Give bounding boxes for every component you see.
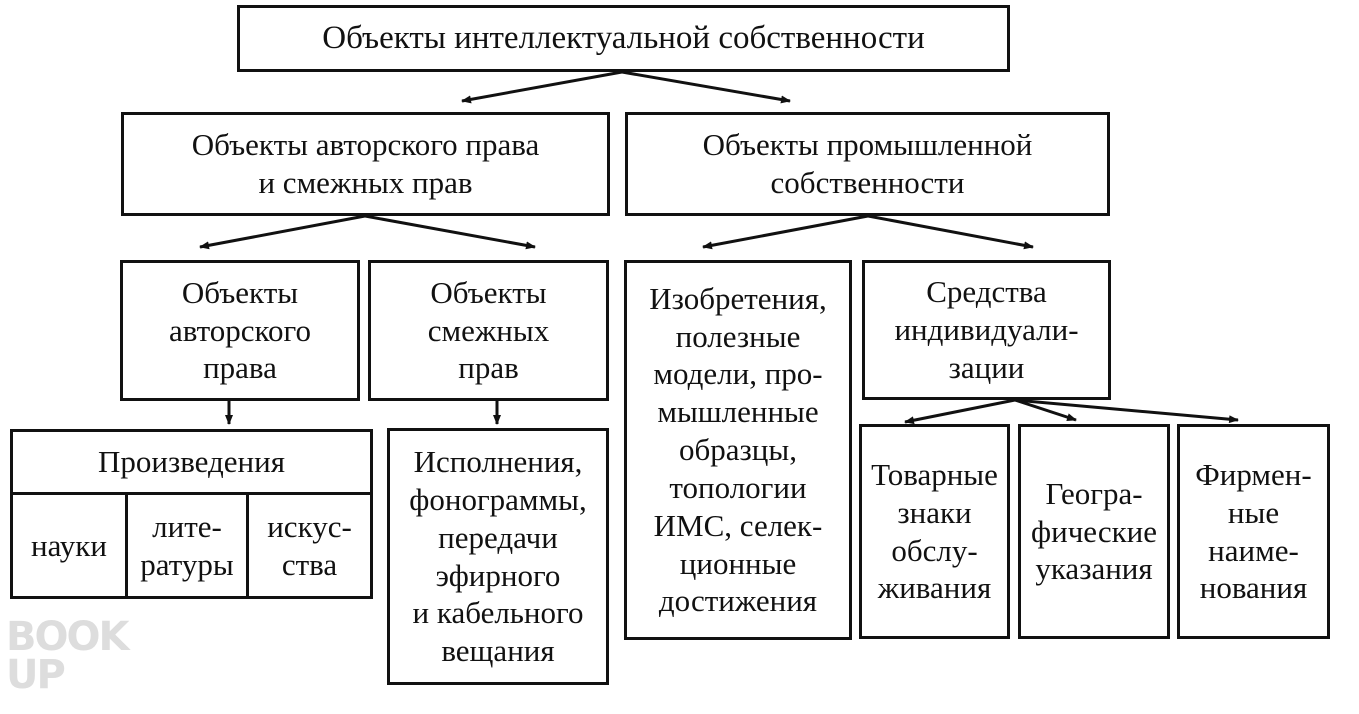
individualization-node-label: Средства индивидуали- зации — [894, 274, 1079, 385]
industrial-node-label: Объекты промышленной собственности — [702, 127, 1033, 200]
geo-indications-node: Геогра- фические указания — [1018, 424, 1170, 639]
copyright-node-label: Объекты авторского права и смежных прав — [191, 127, 540, 200]
works-col-divider-2 — [246, 492, 249, 596]
root-node-label: Объекты интеллектуальной собственности — [322, 20, 925, 57]
performances-node: Исполнения, фонограммы, передачи эфирног… — [387, 428, 609, 685]
trademarks-node-label: Товарные знаки обслу- живания — [871, 456, 998, 606]
individualization-node: Средства индивидуали- зации — [862, 260, 1111, 400]
copyright-node: Объекты авторского права и смежных прав — [121, 112, 610, 216]
root-node: Объекты интеллектуальной собственности — [237, 5, 1010, 72]
arrow-root-to-industrial — [621, 70, 791, 104]
inventions-node: Изобретения, полезные модели, про- мышле… — [624, 260, 852, 640]
inventions-node-label: Изобретения, полезные модели, про- мышле… — [649, 280, 827, 619]
arrow-industrial-to-inventions — [702, 214, 869, 250]
performances-node-label: Исполнения, фонограммы, передачи эфирног… — [409, 444, 587, 669]
author-rights-node-label: Объекты авторского права — [169, 274, 311, 386]
arrow-indiv-to-trademarks — [904, 398, 1016, 425]
arrow-root-to-copyright — [461, 70, 623, 104]
trade-names-node-label: Фирмен- ные наиме- нования — [1195, 456, 1312, 606]
related-rights-node-label: Объекты смежных прав — [427, 274, 550, 386]
works-item-science: науки — [31, 527, 107, 563]
works-divider — [13, 492, 370, 495]
industrial-node: Объекты промышленной собственности — [625, 112, 1110, 216]
author-rights-node: Объекты авторского права — [120, 260, 360, 401]
trademarks-node: Товарные знаки обслу- живания — [859, 424, 1010, 639]
arrow-indiv-to-tradenames — [1014, 398, 1239, 424]
related-rights-node: Объекты смежных прав — [368, 260, 609, 401]
bookup-watermark-logo: BOOK UP — [6, 614, 129, 698]
works-title: Произведения — [98, 444, 285, 480]
works-table: Произведения науки лите- ратуры искус- с… — [10, 429, 373, 599]
arrow-industrial-to-individualization — [867, 214, 1034, 250]
works-item-art: искус- ства — [267, 508, 352, 582]
arrow-copyright-to-author — [199, 214, 366, 250]
arrow-indiv-to-geo — [1014, 398, 1077, 422]
works-col-divider-1 — [125, 492, 128, 596]
geo-indications-node-label: Геогра- фические указания — [1031, 475, 1157, 587]
arrow-copyright-to-related — [364, 214, 536, 250]
trade-names-node: Фирмен- ные наиме- нования — [1177, 424, 1330, 639]
works-item-literature: лите- ратуры — [140, 508, 234, 582]
